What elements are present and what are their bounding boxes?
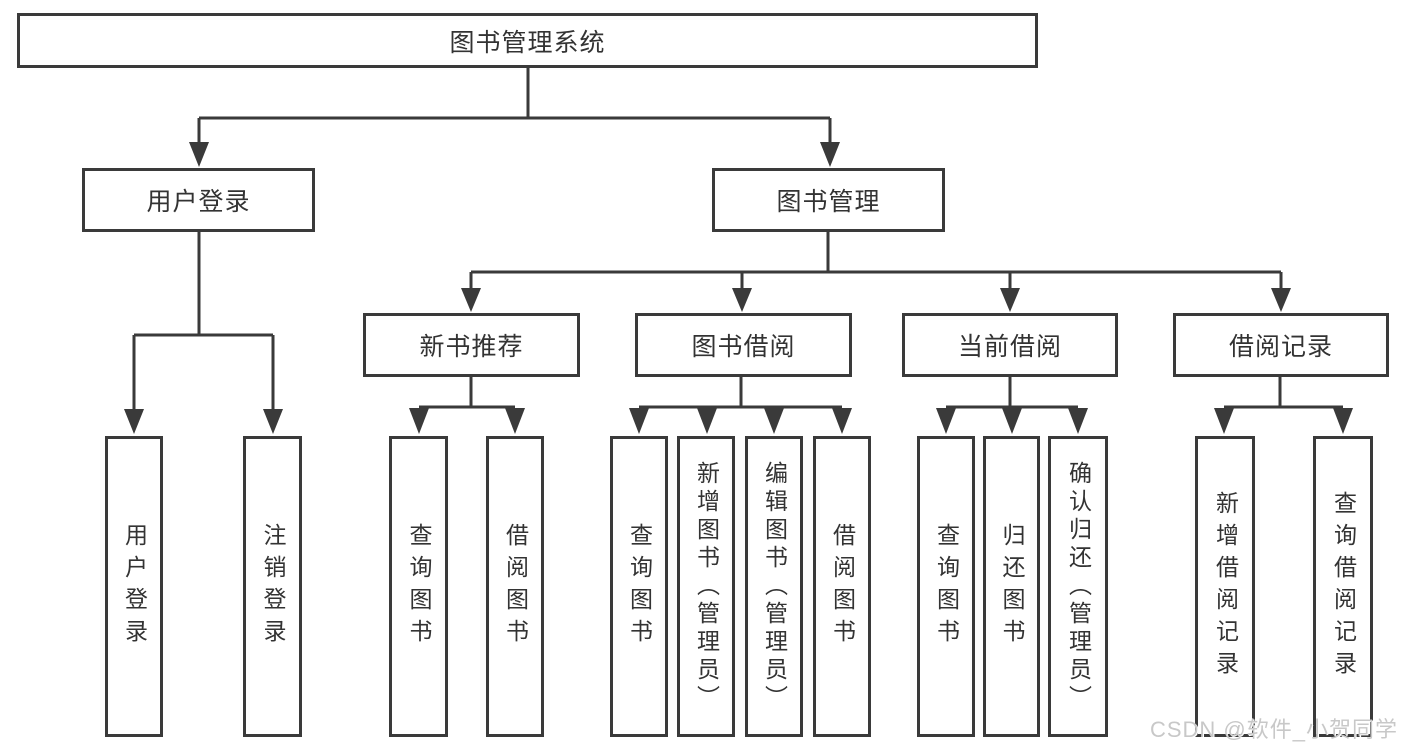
leaf-query-books-recommend: 查询图书 <box>389 436 448 737</box>
leaf-borrow-books-borrow-label: 借阅图书 <box>829 522 856 651</box>
leaf-query-borrow-record: 查询借阅记录 <box>1313 436 1373 737</box>
leaf-edit-books-admin: 编辑图书（管理员） <box>745 436 803 737</box>
leaf-add-books-admin-label: 新增图书（管理员） <box>693 460 720 713</box>
leaf-borrow-books-recommend: 借阅图书 <box>486 436 544 737</box>
leaf-query-books-current-label: 查询图书 <box>933 522 960 651</box>
watermark: CSDN @软件_小贺同学 <box>1149 717 1398 742</box>
node-new-book-recommendation: 新书推荐 <box>363 313 580 377</box>
leaf-return-books-label: 归还图书 <box>999 522 1025 651</box>
leaf-logout: 注销登录 <box>243 436 302 737</box>
leaf-borrow-books-borrow: 借阅图书 <box>813 436 871 737</box>
leaf-user-login-label: 用户登录 <box>121 522 148 651</box>
leaf-borrow-books-recommend-label: 借阅图书 <box>502 522 529 651</box>
leaf-add-borrow-record: 新增借阅记录 <box>1195 436 1255 737</box>
node-book-borrowing: 图书借阅 <box>635 313 852 377</box>
leaf-query-books-recommend-label: 查询图书 <box>406 522 432 651</box>
node-root: 图书管理系统 <box>17 13 1038 68</box>
leaf-query-books-borrow: 查询图书 <box>610 436 668 737</box>
leaf-edit-books-admin-label: 编辑图书（管理员） <box>761 460 788 713</box>
leaf-return-books: 归还图书 <box>983 436 1040 737</box>
node-current-borrowing: 当前借阅 <box>902 313 1118 377</box>
leaf-confirm-return-admin-label: 确认归还（管理员） <box>1065 460 1092 713</box>
leaf-logout-label: 注销登录 <box>260 522 286 651</box>
leaf-user-login: 用户登录 <box>105 436 163 737</box>
node-borrowing-records: 借阅记录 <box>1173 313 1389 377</box>
leaf-query-books-current: 查询图书 <box>917 436 975 737</box>
leaf-query-books-borrow-label: 查询图书 <box>626 522 653 651</box>
leaf-add-books-admin: 新增图书（管理员） <box>677 436 735 737</box>
node-book-management: 图书管理 <box>712 168 945 232</box>
node-user-login: 用户登录 <box>82 168 315 232</box>
leaf-confirm-return-admin: 确认归还（管理员） <box>1048 436 1108 737</box>
leaf-add-borrow-record-label: 新增借阅记录 <box>1212 490 1239 683</box>
leaf-query-borrow-record-label: 查询借阅记录 <box>1330 490 1357 683</box>
